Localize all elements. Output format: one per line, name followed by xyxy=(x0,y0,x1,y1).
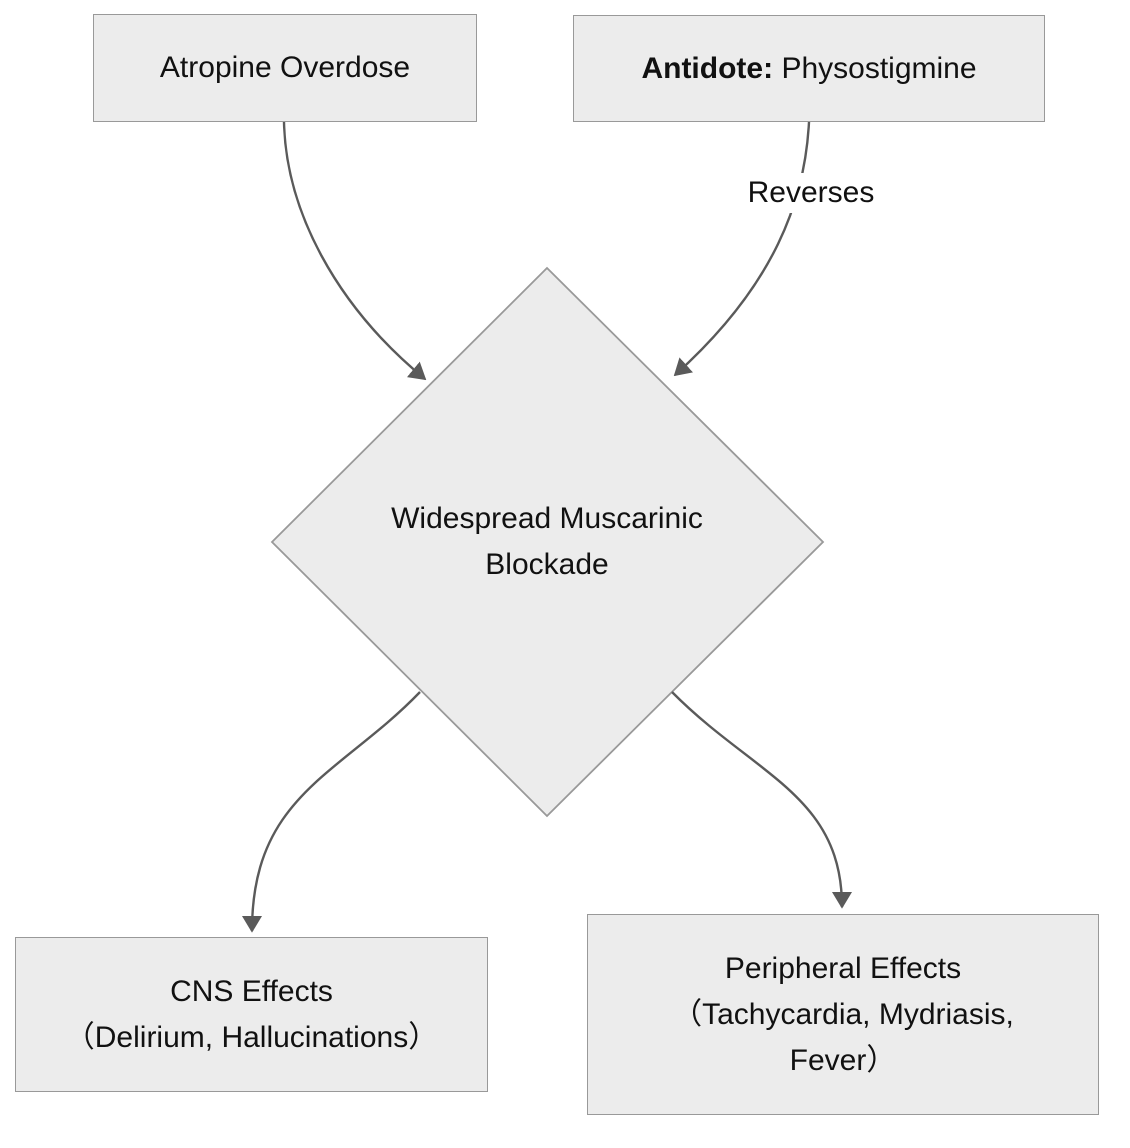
node-atropine-overdose: Atropine Overdose xyxy=(93,14,477,122)
node-label-line: （Delirium, Hallucinations） xyxy=(64,1020,439,1054)
edge-blockade-to-cns xyxy=(241,691,421,933)
node-label: Antidote: Physostigmine xyxy=(641,46,976,92)
decision-diamond-shape xyxy=(270,266,825,818)
edge-atropine-to-blockade xyxy=(282,121,427,381)
node-label-line: Widespread Muscarinic xyxy=(391,502,703,535)
node-cns-effects: CNS Effects （Delirium, Hallucinations） xyxy=(15,937,488,1092)
node-label-line: CNS Effects xyxy=(170,974,333,1008)
node-label-bold-part: Antidote: xyxy=(641,51,774,85)
edge-antidote-to-blockade xyxy=(673,121,811,377)
node-label-line: （Tachycardia, Mydriasis, xyxy=(672,997,1014,1031)
node-label-line: Fever） xyxy=(789,1043,897,1077)
edge-blockade-to-peripheral xyxy=(671,691,853,909)
node-label-line: Peripheral Effects xyxy=(724,951,962,985)
node-peripheral-effects: Peripheral Effects （Tachycardia, Mydrias… xyxy=(587,914,1099,1115)
node-label-widespread-muscarinic-blockade: Widespread Muscarinic Blockade xyxy=(377,496,717,588)
node-label-regular-part: Physostigmine xyxy=(781,51,977,85)
node-label: Atropine Overdose xyxy=(159,51,411,84)
node-antidote-physostigmine: Antidote: Physostigmine xyxy=(573,15,1045,122)
node-label-line: Blockade xyxy=(485,548,609,581)
edge-label-reverses: Reverses xyxy=(741,173,881,213)
